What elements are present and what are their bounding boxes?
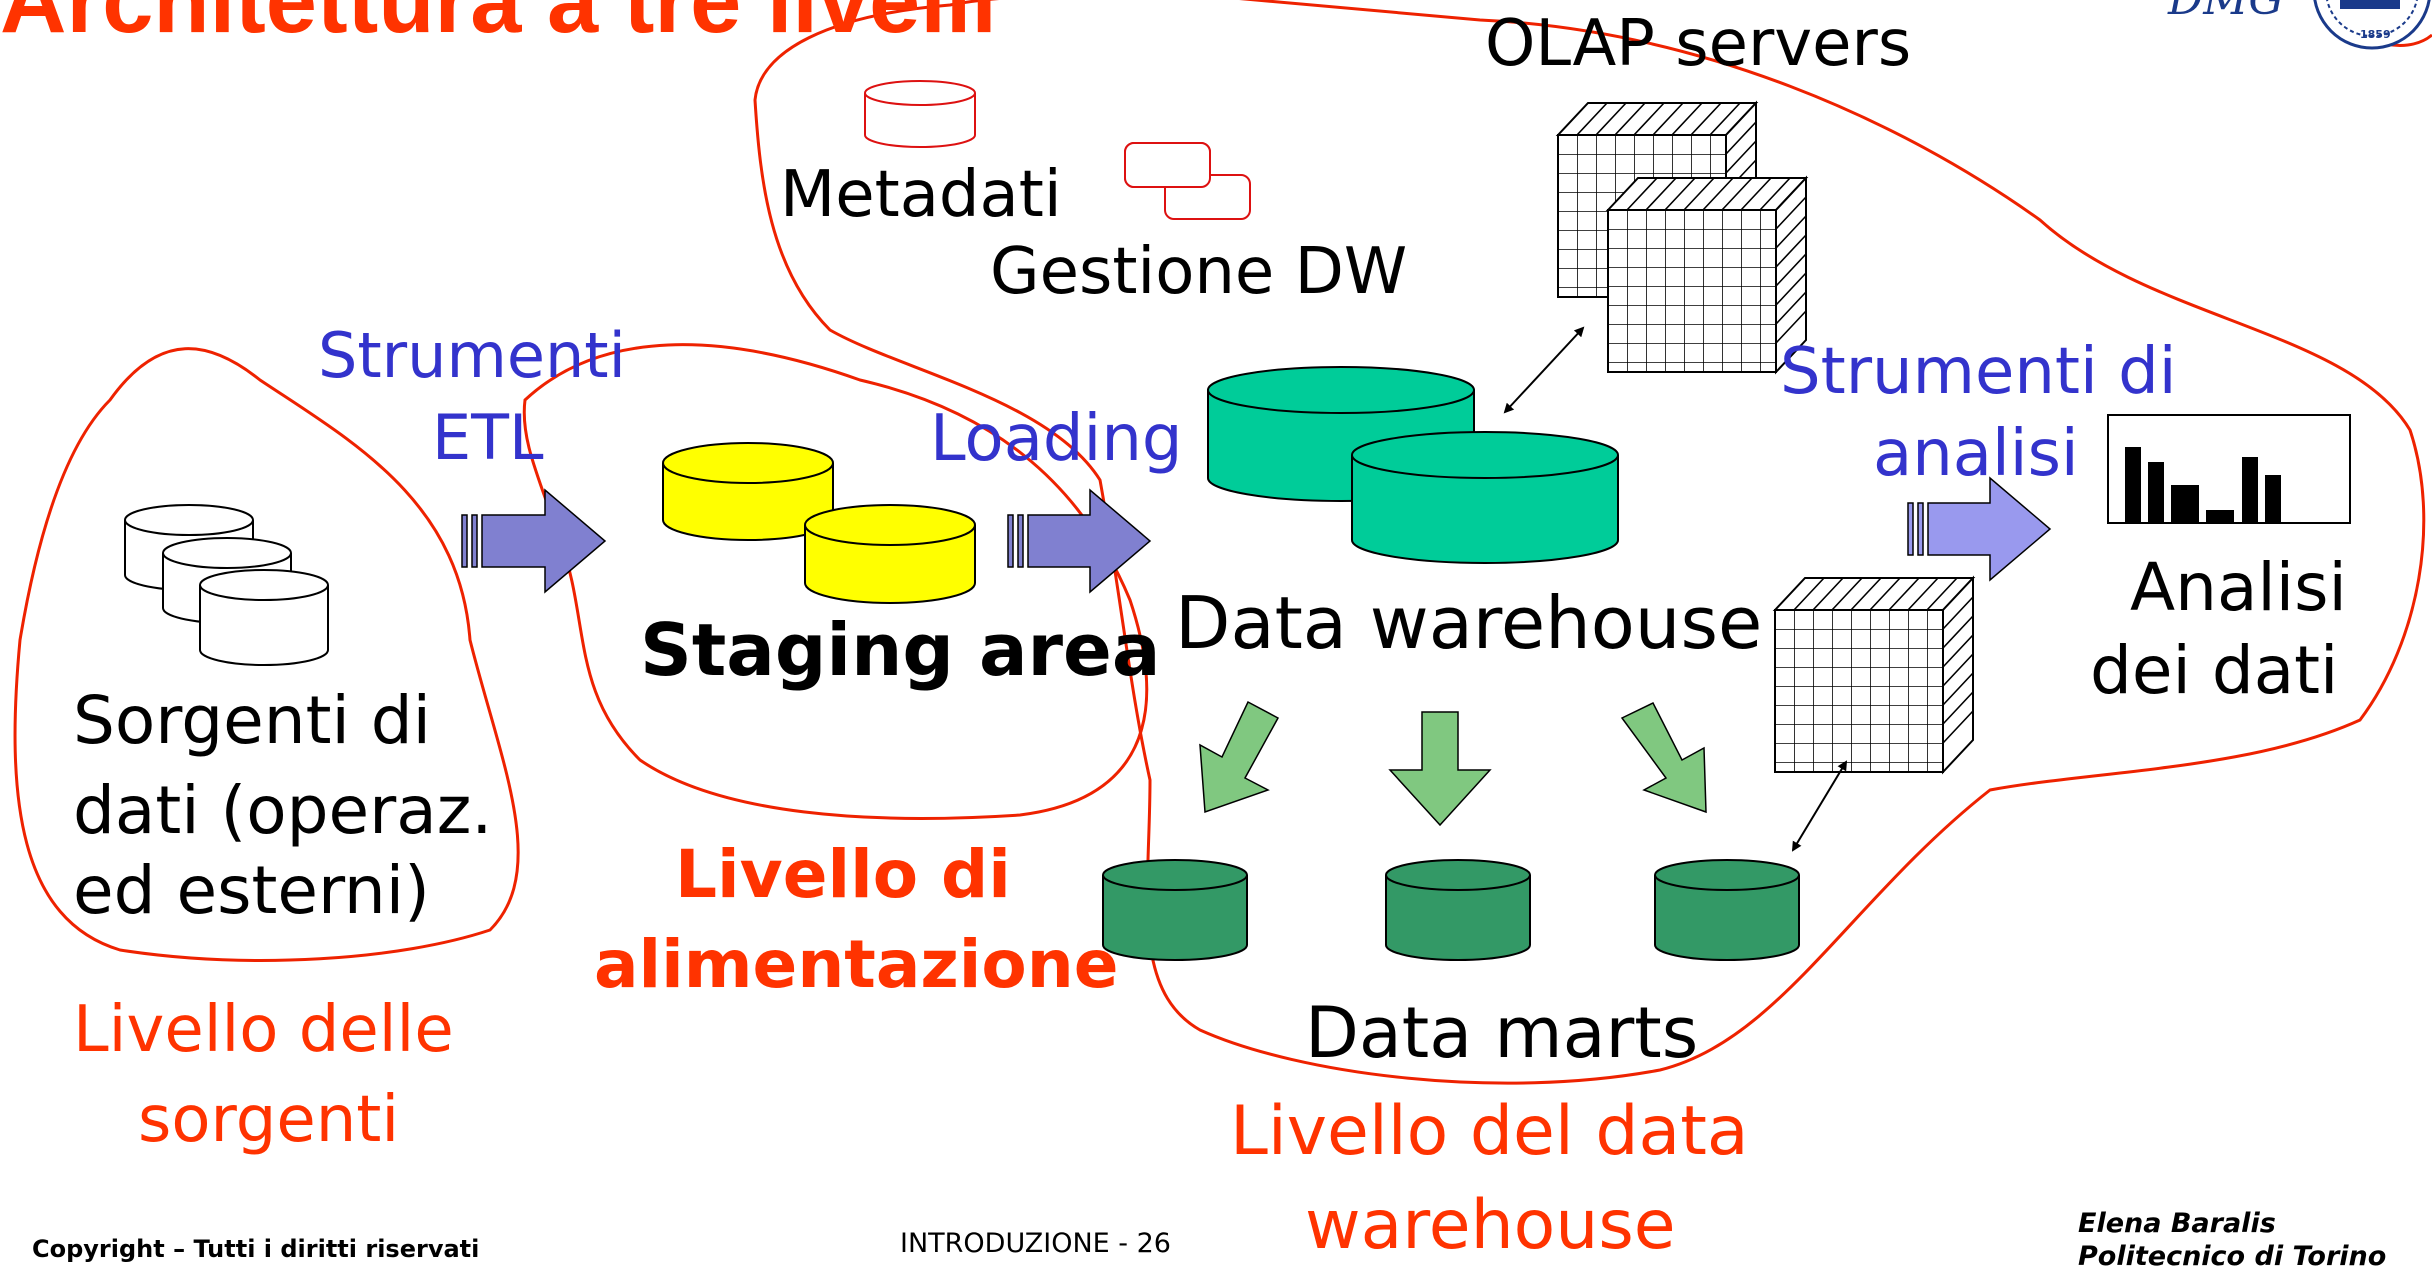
analysis-tools-label-line2: analisi [1873, 417, 2079, 491]
mart-olap-connector [1791, 760, 1848, 852]
etl-tools-label-line2: ETL [432, 401, 544, 474]
metadata-disk-icon [864, 80, 976, 148]
metadata-label: Metadati [780, 158, 1062, 232]
data-warehouse-db-icon [1207, 366, 1619, 564]
sources-label-line2: dati (operaz. [73, 772, 493, 849]
dw-management-label: Gestione DW [990, 235, 1408, 309]
data-marts-label: Data marts [1305, 992, 1699, 1074]
sources-label-line3: ed esterni) [73, 852, 430, 929]
feeding-level-label-line1: Livello di [675, 836, 1011, 913]
copyright-footer: Copyright – Tutti i diritti riservati [32, 1235, 480, 1263]
source-db-icon [124, 504, 329, 666]
etl-tools-label-line1: Strumenti [318, 319, 626, 392]
analysis-arrow-icon [1907, 476, 2052, 582]
olap-cube-icon-front [1605, 175, 1809, 375]
data-analysis-label-line1: Analisi [2130, 549, 2347, 626]
loading-label: Loading [930, 402, 1183, 476]
etl-arrow-icon [461, 488, 607, 594]
analysis-tools-label-line1: Strumenti di [1780, 335, 2177, 409]
dmg-logo-icon: DMG [2167, 0, 2283, 25]
outline-sources-level [13, 347, 520, 962]
olap-servers-label: OLAP servers [1485, 7, 1912, 81]
dw-level-label-line1: Livello del data [1230, 1092, 1749, 1171]
university-seal-icon: 1859 [2313, 0, 2431, 50]
dw-level-label-line2: warehouse [1305, 1186, 1676, 1265]
olap-cube-icon-right [1772, 575, 1976, 775]
slide-title: Architettura a tre livelli [0, 0, 997, 52]
dw-olap-connector [1503, 326, 1585, 414]
outline-dw-level [753, 0, 2426, 1085]
sources-level-label-line2: sorgenti [138, 1083, 400, 1157]
outline-feeding-level [522, 343, 1149, 820]
data-analysis-label-line2: dei dati [2090, 632, 2339, 709]
page-label: INTRODUZIONE - 26 [900, 1228, 1171, 1259]
data-warehouse-label: Data warehouse [1175, 581, 1763, 665]
sources-level-label-line1: Livello delle [73, 993, 454, 1067]
svg-text:1859: 1859 [2360, 28, 2391, 41]
staging-area-label: Staging area [640, 608, 1161, 692]
data-mart-db-icon [1102, 859, 1800, 961]
bar-chart-icon [2107, 414, 2351, 524]
svg-text:DMG: DMG [2167, 0, 2283, 25]
loading-arrow-icon [1007, 488, 1152, 594]
sources-label-line1: Sorgenti di [73, 682, 432, 759]
feeding-level-label-line2: alimentazione [594, 926, 1119, 1003]
down-arrow-icon [1199, 700, 1707, 827]
author-footer: Elena Baralis [2078, 1208, 2276, 1239]
staging-db-icon [662, 442, 976, 604]
